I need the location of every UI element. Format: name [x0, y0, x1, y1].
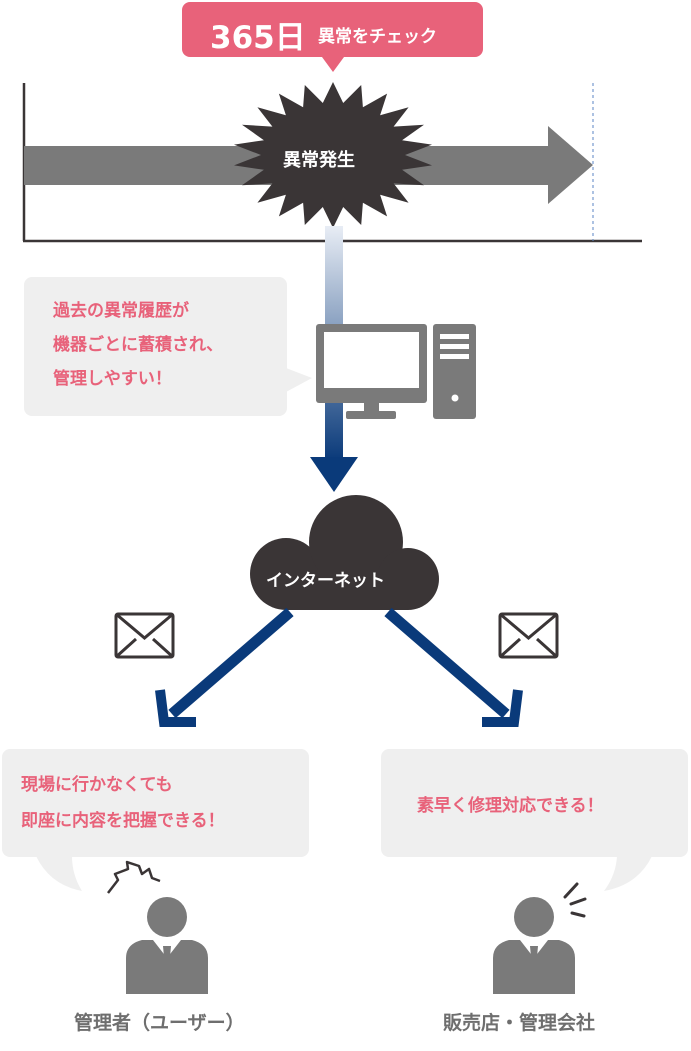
history-line-3: 管理しやすい！ — [53, 369, 172, 389]
check-label: 異常をチェック — [318, 27, 437, 47]
history-line-2: 機器ごとに蓄積され、 — [53, 335, 224, 355]
history-callout-box — [24, 277, 312, 416]
surprise-mark-icon — [107, 860, 161, 894]
anomaly-burst — [234, 82, 432, 228]
internet-cloud — [250, 495, 439, 610]
down-arrow — [310, 457, 358, 492]
user-callout-line-1: 現場に行かなくても — [21, 775, 173, 795]
internet-label: インターネット — [266, 571, 385, 591]
admin-person-icon — [126, 897, 208, 994]
dealer-callout-line: 素早く修理対応できる！ — [417, 796, 604, 816]
header-badge — [182, 2, 483, 72]
user-callout-line-2: 即座に内容を把握できる！ — [21, 811, 225, 831]
branch-arrows — [155, 607, 523, 727]
history-line-1: 過去の異常履歴が — [53, 301, 189, 321]
days-count: 365日 — [210, 20, 306, 56]
notice-lines-icon — [563, 882, 587, 918]
event-label: 異常発生 — [283, 150, 355, 171]
mail-icon — [498, 612, 559, 659]
dealer-person-icon — [493, 897, 575, 994]
dealer-callout-box — [381, 749, 688, 891]
admin-label: 管理者（ユーザー） — [74, 1012, 245, 1034]
dealer-label: 販売店・管理会社 — [443, 1012, 596, 1034]
mail-icon — [114, 612, 175, 659]
computer-icon — [316, 324, 476, 419]
user-callout-box — [2, 749, 309, 891]
